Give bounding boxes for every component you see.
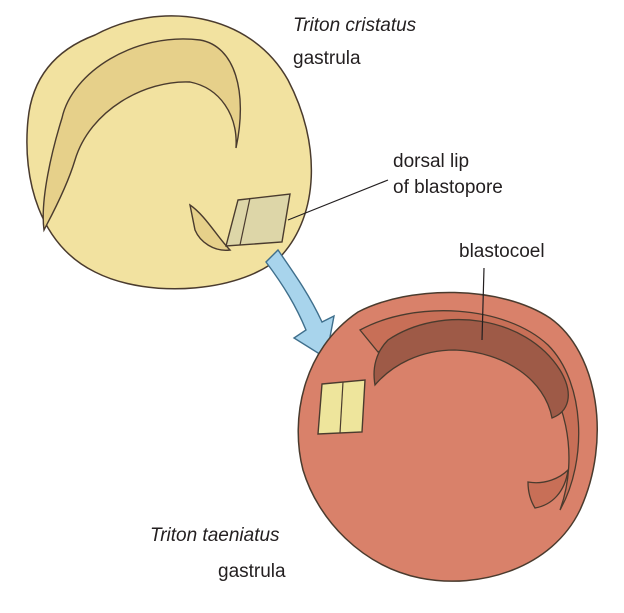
donor-inner-cavity bbox=[42, 38, 242, 233]
dorsal-lip-label-line1: dorsal lip bbox=[393, 151, 470, 172]
host-stage-label: gastrula bbox=[218, 561, 286, 582]
host-blastopore-notch bbox=[527, 468, 569, 509]
donor-gastrula bbox=[26, 15, 313, 290]
blastocoel-leader-line bbox=[481, 267, 485, 341]
transfer-arrow bbox=[265, 248, 335, 360]
dorsal-lip-leader-line bbox=[287, 179, 389, 221]
host-gastrula bbox=[297, 291, 598, 582]
donor-graft-divider bbox=[239, 197, 251, 246]
donor-species-label: Triton cristatus bbox=[293, 15, 417, 36]
host-blastocoel-cavity bbox=[373, 318, 569, 419]
donor-blastopore-groove bbox=[188, 203, 232, 251]
host-graft-divider bbox=[339, 381, 344, 434]
donor-stage-label: gastrula bbox=[293, 48, 361, 69]
dorsal-lip-label-line2: of blastopore bbox=[393, 177, 503, 198]
host-species-label: Triton taeniatus bbox=[150, 525, 280, 546]
blastocoel-label: blastocoel bbox=[459, 241, 545, 262]
